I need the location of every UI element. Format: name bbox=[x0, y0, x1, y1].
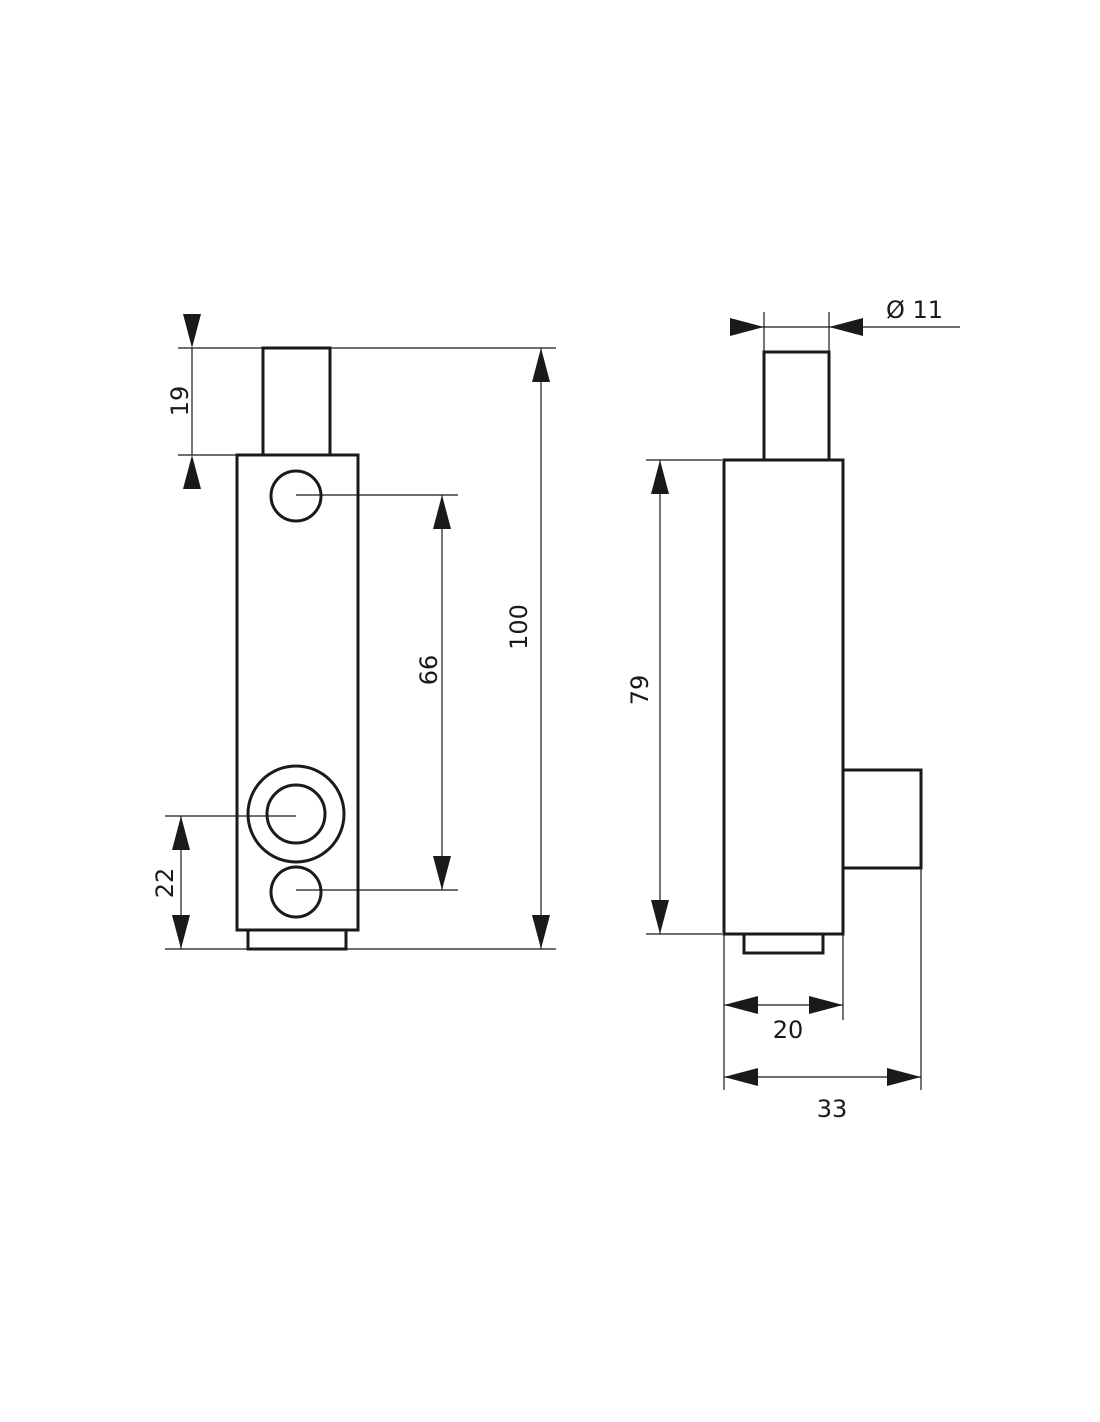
side-bolt-tip bbox=[742, 932, 825, 955]
dim-body-depth: 20 bbox=[724, 996, 843, 1044]
front-view: 19 66 100 22 bbox=[151, 314, 556, 951]
dim-total-depth: 33 bbox=[724, 1068, 921, 1123]
side-bolt-body bbox=[722, 458, 845, 936]
bolt-body bbox=[235, 453, 360, 932]
bolt-tip bbox=[246, 928, 348, 951]
dim-label-pin-length: 19 bbox=[166, 386, 194, 417]
dim-overall-height: 100 bbox=[505, 348, 550, 949]
dim-label-bottom-hole-offset: 22 bbox=[151, 868, 179, 899]
dim-pin-diameter: Ø 11 bbox=[730, 296, 960, 336]
dim-label-overall-height: 100 bbox=[505, 604, 533, 650]
screw-hole-top bbox=[269, 469, 323, 523]
knob-outer-ring bbox=[246, 764, 346, 864]
dim-label-body-height: 79 bbox=[626, 675, 654, 706]
dim-label-total-depth: 33 bbox=[817, 1095, 848, 1123]
dim-label-hole-spacing: 66 bbox=[415, 655, 443, 686]
bolt-pin bbox=[261, 346, 332, 457]
dim-bottom-hole-offset: 22 bbox=[151, 816, 190, 949]
dim-pin-length: 19 bbox=[166, 314, 201, 489]
screw-hole-bottom bbox=[269, 865, 323, 919]
side-view: Ø 11 79 20 33 bbox=[626, 296, 960, 1123]
dim-body-height: 79 bbox=[626, 460, 669, 934]
dim-label-body-depth: 20 bbox=[773, 1016, 804, 1044]
dim-label-pin-diameter: Ø 11 bbox=[886, 296, 943, 324]
side-bolt-pin bbox=[762, 350, 831, 462]
knob-inner bbox=[265, 783, 327, 845]
side-knob bbox=[841, 768, 923, 870]
dim-hole-spacing: 66 bbox=[415, 495, 451, 890]
